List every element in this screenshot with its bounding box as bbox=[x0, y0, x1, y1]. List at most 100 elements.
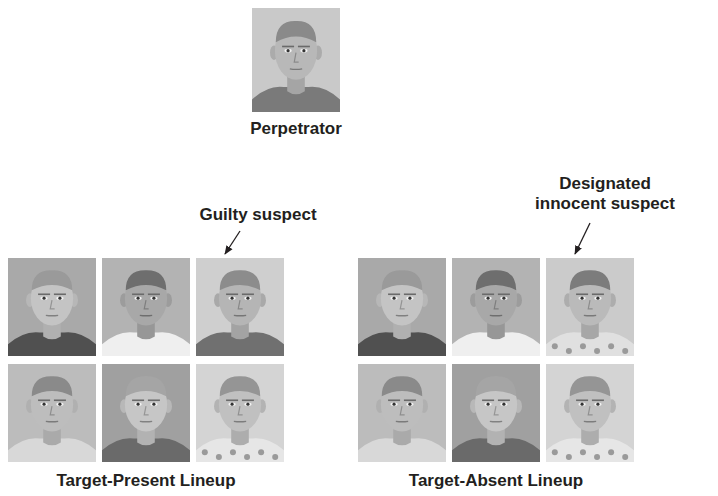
face-photo bbox=[8, 258, 96, 356]
eyebrow bbox=[242, 293, 254, 295]
face-photo bbox=[102, 258, 190, 356]
face-photo bbox=[196, 364, 284, 462]
pupil bbox=[152, 297, 155, 300]
pupil bbox=[486, 403, 489, 406]
hair bbox=[32, 376, 72, 396]
shirt-pattern bbox=[566, 454, 572, 460]
mouth bbox=[584, 421, 596, 423]
head bbox=[569, 377, 611, 432]
face-photo bbox=[452, 258, 540, 356]
pupil bbox=[246, 297, 249, 300]
nose bbox=[588, 300, 592, 309]
eyebrow bbox=[498, 293, 510, 295]
eye-white bbox=[390, 402, 397, 406]
callout-label: Guilty suspect bbox=[158, 205, 358, 225]
hair bbox=[126, 270, 166, 290]
eyebrow bbox=[226, 399, 238, 401]
hair bbox=[476, 376, 516, 396]
hair bbox=[220, 376, 260, 396]
head bbox=[219, 377, 261, 432]
shirt-pattern bbox=[566, 348, 572, 354]
hair bbox=[570, 270, 610, 290]
pupil bbox=[58, 403, 61, 406]
pupil bbox=[580, 403, 583, 406]
shirt-pattern bbox=[552, 449, 558, 455]
eye-white bbox=[228, 296, 235, 300]
nose bbox=[50, 300, 54, 309]
face-photo bbox=[102, 364, 190, 462]
nose bbox=[144, 300, 148, 309]
hair bbox=[476, 270, 516, 290]
eye-white bbox=[484, 296, 491, 300]
eye-white bbox=[56, 402, 63, 406]
nose bbox=[238, 300, 242, 309]
face-photo bbox=[252, 8, 340, 112]
head bbox=[31, 377, 73, 432]
photo-background bbox=[252, 8, 340, 112]
face-photo bbox=[452, 364, 540, 462]
hair bbox=[32, 270, 72, 290]
lineup-caption: Target-Present Lineup bbox=[6, 471, 286, 491]
shirt-pattern bbox=[594, 454, 600, 460]
eye-white bbox=[406, 296, 413, 300]
eyebrow bbox=[298, 46, 310, 48]
pupil bbox=[408, 403, 411, 406]
pupil bbox=[580, 297, 583, 300]
shirt-pattern bbox=[580, 449, 586, 455]
pupil bbox=[502, 403, 505, 406]
face-photo bbox=[196, 258, 284, 356]
eye-white bbox=[500, 296, 507, 300]
mouth bbox=[490, 315, 502, 317]
photo-background bbox=[196, 258, 284, 356]
photo-background bbox=[102, 364, 190, 462]
mouth bbox=[396, 421, 408, 423]
photo-background bbox=[358, 258, 446, 356]
eye-white bbox=[40, 402, 47, 406]
shirt-pattern bbox=[580, 343, 586, 349]
head bbox=[381, 377, 423, 432]
nose bbox=[494, 300, 498, 309]
eye-white bbox=[134, 402, 141, 406]
mouth bbox=[490, 421, 502, 423]
lineup-caption: Target-Absent Lineup bbox=[356, 471, 636, 491]
hair bbox=[276, 21, 316, 42]
photo-background bbox=[8, 364, 96, 462]
eye-white bbox=[150, 296, 157, 300]
photo-background bbox=[452, 364, 540, 462]
head bbox=[275, 22, 317, 80]
pupil bbox=[286, 49, 289, 52]
mouth bbox=[584, 315, 596, 317]
mouth bbox=[46, 315, 58, 317]
eye-white bbox=[244, 402, 251, 406]
eyebrow bbox=[592, 293, 604, 295]
pupil bbox=[58, 297, 61, 300]
mouth bbox=[290, 68, 302, 70]
eye-white bbox=[134, 296, 141, 300]
pupil bbox=[408, 297, 411, 300]
mouth bbox=[140, 315, 152, 317]
face-photo bbox=[358, 258, 446, 356]
shirt-pattern bbox=[244, 454, 250, 460]
shirt-pattern bbox=[622, 348, 628, 354]
nose bbox=[294, 53, 298, 62]
hair bbox=[382, 376, 422, 396]
pupil bbox=[136, 403, 139, 406]
pupil bbox=[302, 49, 305, 52]
pupil bbox=[230, 297, 233, 300]
shirt-pattern bbox=[552, 343, 558, 349]
eye-white bbox=[484, 402, 491, 406]
eyebrow bbox=[388, 399, 400, 401]
shirt-pattern bbox=[216, 454, 222, 460]
photo-background bbox=[452, 258, 540, 356]
eyebrow bbox=[38, 399, 50, 401]
hair bbox=[570, 376, 610, 396]
mouth bbox=[396, 315, 408, 317]
head bbox=[125, 271, 167, 326]
hair bbox=[220, 270, 260, 290]
pupil bbox=[596, 403, 599, 406]
shirt-pattern bbox=[258, 449, 264, 455]
nose bbox=[494, 406, 498, 415]
eye-white bbox=[150, 402, 157, 406]
